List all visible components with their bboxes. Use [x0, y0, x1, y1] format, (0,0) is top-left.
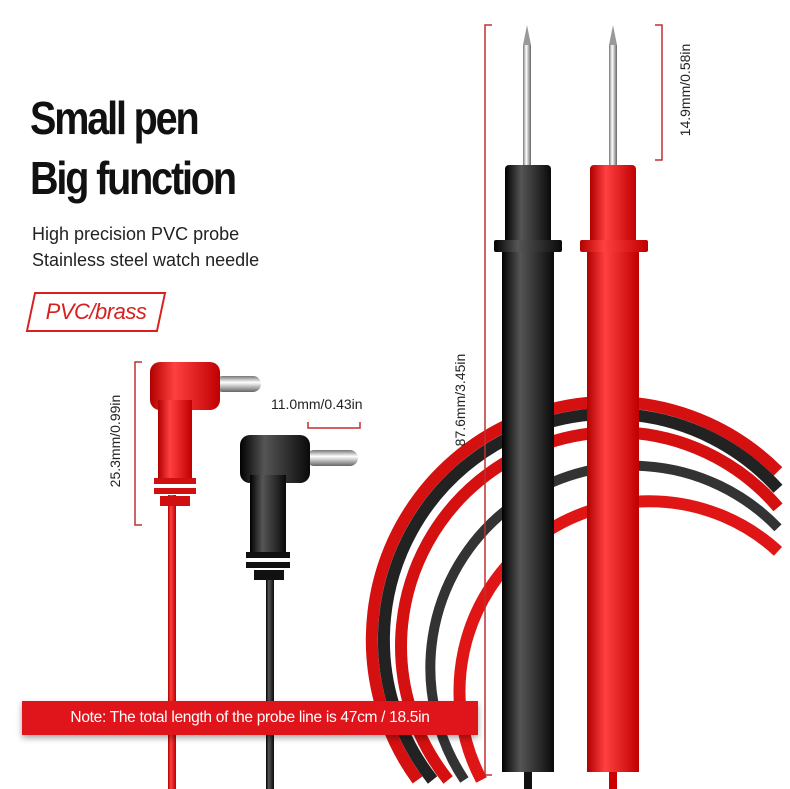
connector-height-label: 25.3mm/0.99in — [107, 394, 123, 488]
needle-length-label: 14.9mm/0.58in — [677, 43, 693, 137]
feature-1: High precision PVC probe — [32, 224, 240, 244]
length-note-banner: Note: The total length of the probe line… — [22, 701, 478, 735]
dimension-lines — [134, 24, 663, 776]
headline-line2: Big function — [30, 152, 237, 204]
headline-line1: Small pen — [30, 92, 200, 144]
probe-length-label: 87.6mm/3.45in — [452, 353, 468, 447]
material-tag: PVC/brass — [25, 292, 167, 332]
black-banana-connector — [240, 435, 358, 580]
black-probe — [494, 25, 562, 789]
feature-2: Stainless steel watch needle — [32, 250, 260, 270]
material-tag-text: PVC/brass — [45, 299, 147, 324]
black-wire — [266, 570, 274, 789]
pin-length-label: 11.0mm/0.43in — [271, 396, 363, 412]
red-wire — [168, 495, 176, 789]
red-probe — [580, 25, 648, 789]
red-banana-connector — [150, 362, 261, 506]
